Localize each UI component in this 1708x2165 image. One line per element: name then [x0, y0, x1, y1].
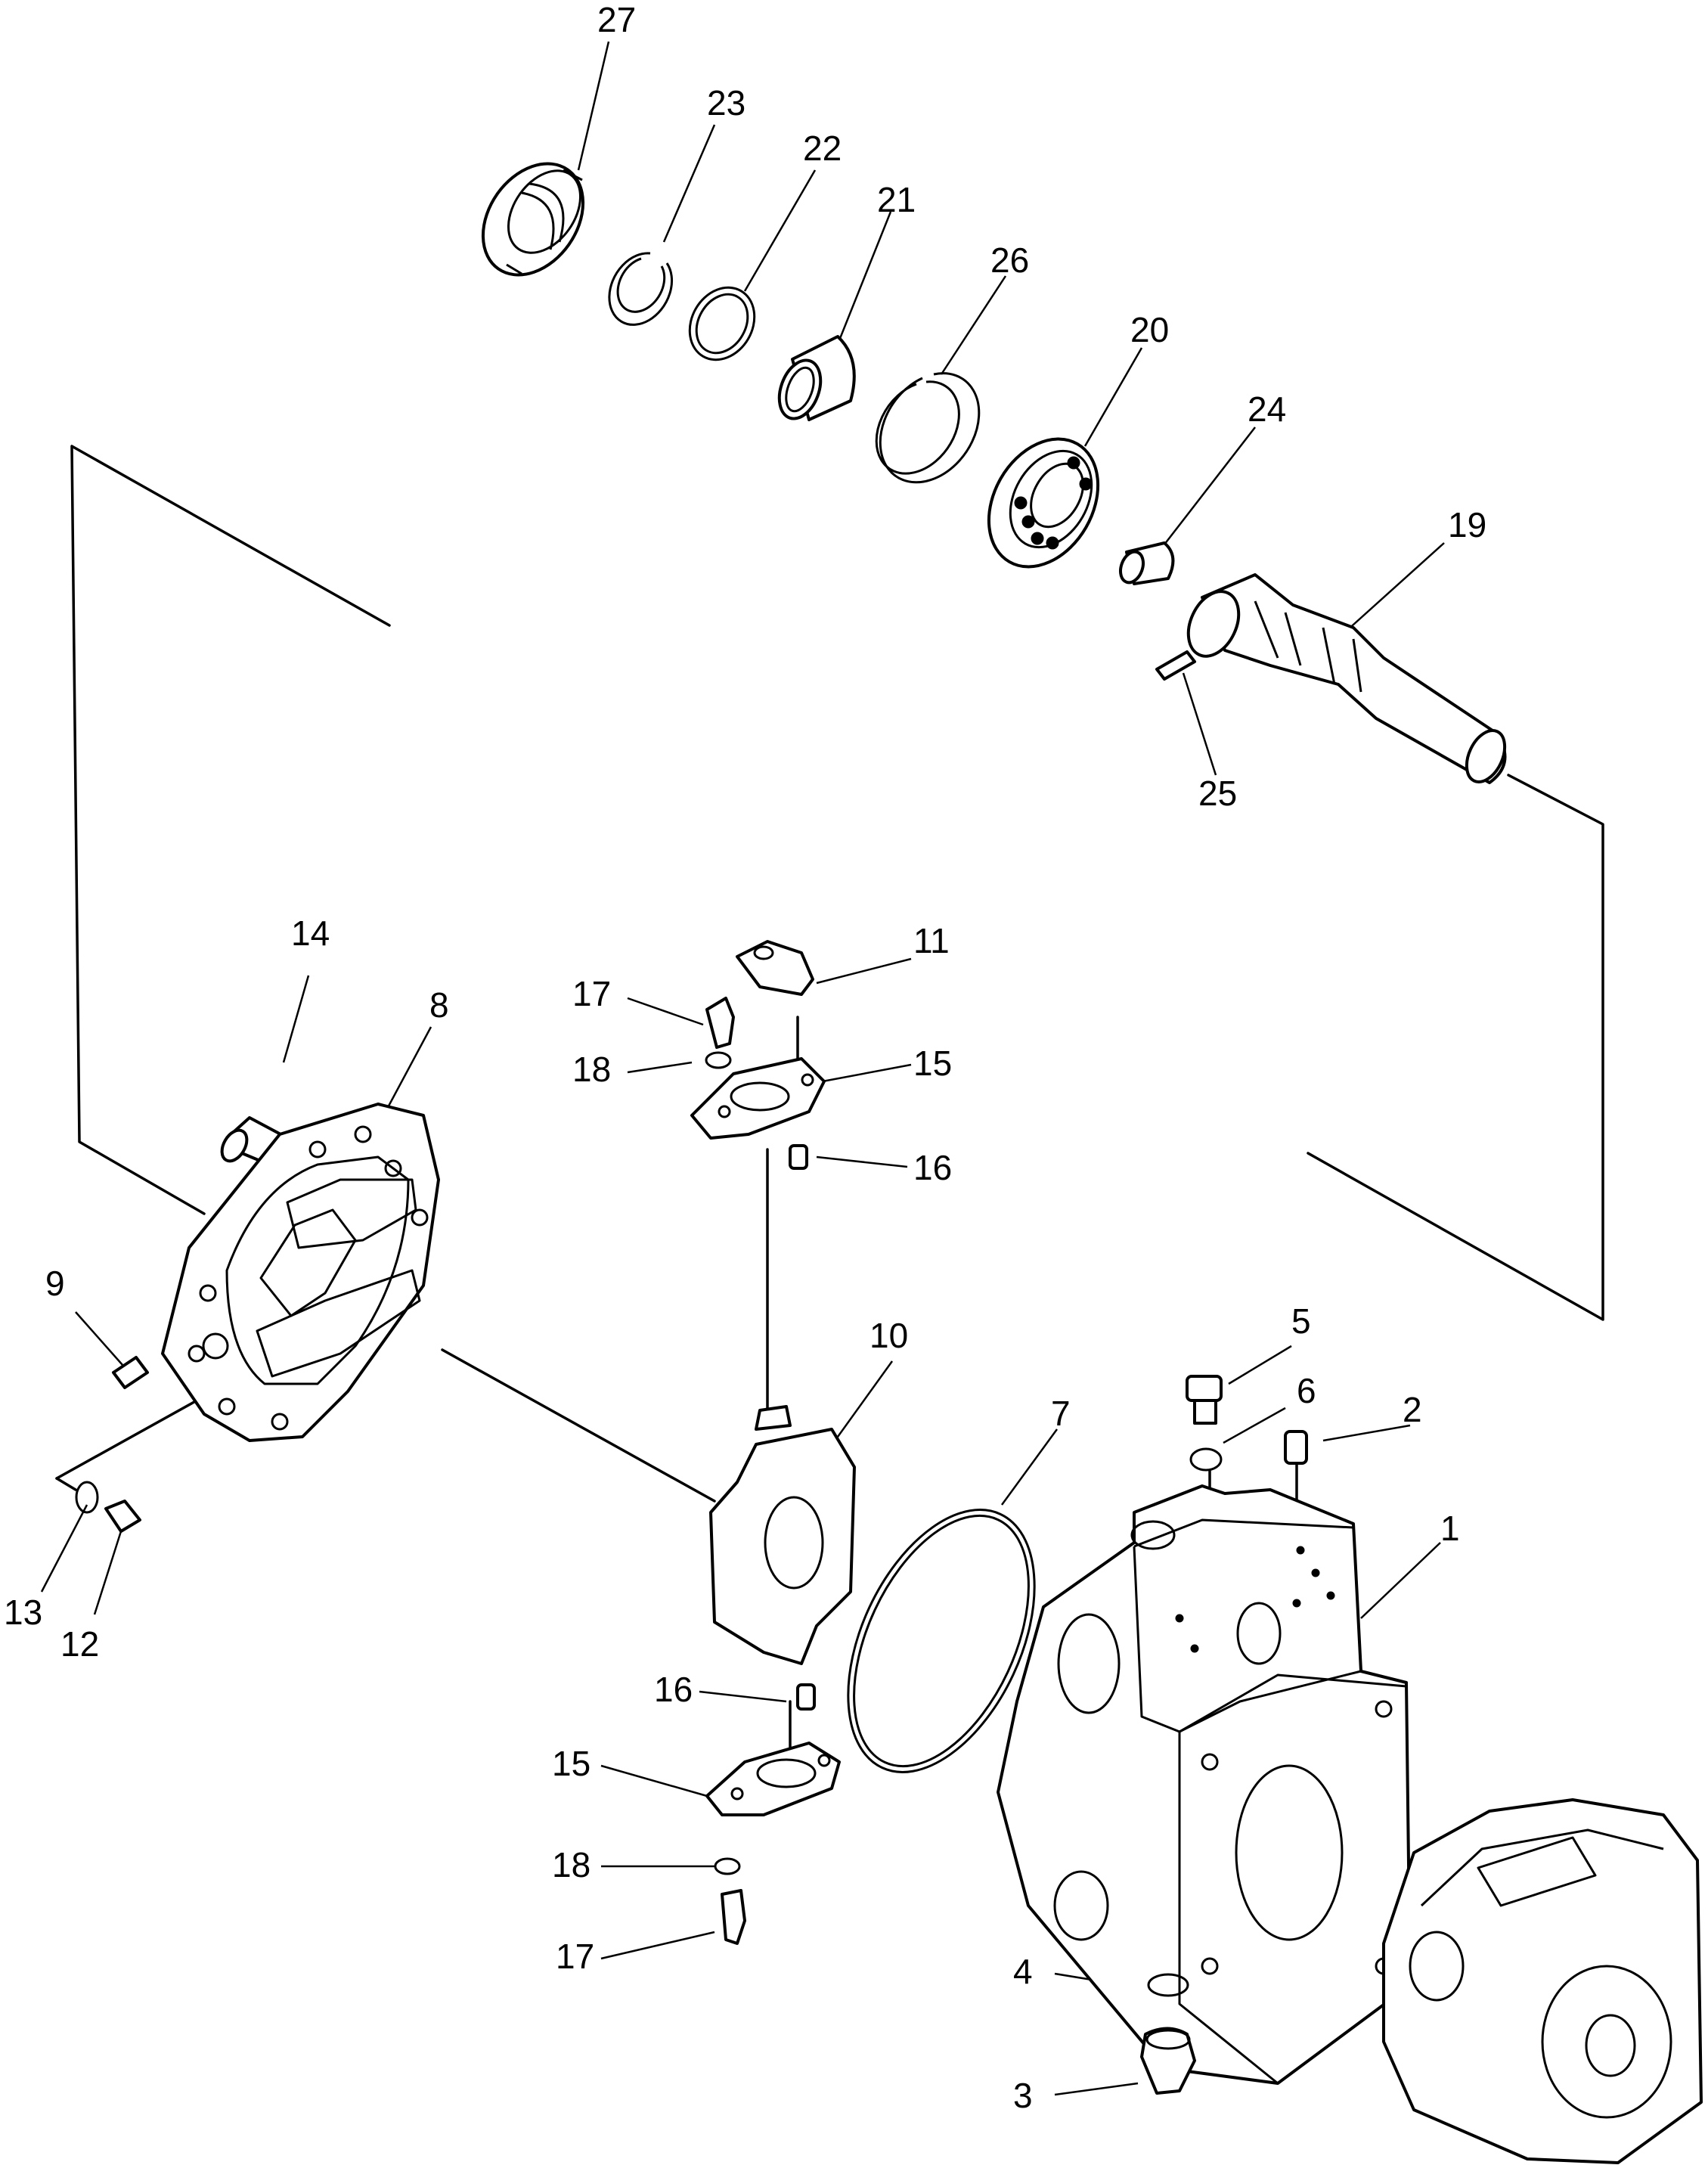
part-25-pin: [1155, 650, 1196, 681]
part-15-plate-upper: [690, 1057, 826, 1140]
callout-20: 20: [1130, 310, 1169, 349]
callout-15-upper: 15: [913, 1044, 952, 1083]
callout-18-lower: 18: [552, 1845, 591, 1884]
callout-10: 10: [869, 1316, 908, 1355]
leader-lines: [40, 41, 1445, 2096]
callout-17-lower: 17: [556, 1937, 594, 1976]
callout-16-lower: 16: [654, 1670, 693, 1709]
part-3-plug: [1140, 2027, 1196, 2095]
callout-9: 9: [45, 1264, 65, 1303]
pump-assembly-view: [1382, 1798, 1703, 2164]
part-8-housing: [161, 1103, 440, 1442]
part-12-plug: [104, 1500, 141, 1533]
part-10-valve-plate: [709, 1405, 856, 1665]
callout-14: 14: [291, 913, 330, 953]
callout-19: 19: [1448, 505, 1486, 544]
callout-12: 12: [60, 1624, 99, 1664]
part-20-ball-bearing: [987, 437, 1100, 569]
part-24-key: [1119, 541, 1175, 585]
assembly-lines: [55, 445, 1604, 1847]
callout-17-upper: 17: [572, 974, 611, 1013]
callout-13: 13: [4, 1593, 42, 1632]
part-7-o-ring: [847, 1509, 1036, 1773]
part-21-bushing: [777, 335, 856, 421]
part-22-ring: [688, 286, 756, 361]
part-27-bearing-nut: [481, 162, 585, 277]
part-18-washer-lower: [714, 1857, 741, 1875]
callout-24: 24: [1248, 389, 1286, 429]
callout-27: 27: [597, 0, 636, 39]
part-5-plug: [1186, 1375, 1223, 1425]
part-18-washer-upper: [705, 1051, 732, 1069]
callout-21: 21: [877, 180, 916, 219]
part-26-retaining-ring: [875, 372, 981, 484]
callout-5: 5: [1291, 1301, 1311, 1341]
part-6-o-ring: [1189, 1447, 1223, 1472]
callout-8: 8: [429, 985, 449, 1025]
callout-labels: 27 23 22 21 26 20 24 19 25 14 8 11 17 15…: [4, 0, 1486, 2115]
callout-25: 25: [1198, 774, 1237, 813]
callout-23: 23: [707, 83, 746, 123]
callout-7: 7: [1051, 1394, 1071, 1433]
callout-1: 1: [1440, 1509, 1460, 1548]
part-17-bolt-upper: [705, 997, 735, 1049]
part-1-pump-casing: [997, 1484, 1412, 2085]
callout-15-lower: 15: [552, 1744, 591, 1783]
callout-16-upper: 16: [913, 1148, 952, 1187]
part-23-snap-ring: [608, 252, 674, 326]
part-9-plug: [112, 1356, 149, 1389]
part-4-o-ring: [1147, 1973, 1189, 1997]
part-19-shaft: [1186, 573, 1507, 784]
part-15-plate-lower: [705, 1742, 841, 1816]
callout-2: 2: [1403, 1390, 1422, 1429]
part-2-plug: [1284, 1430, 1308, 1465]
part-16-pin-upper: [789, 1144, 808, 1170]
part-16-pin-lower: [796, 1683, 816, 1711]
callout-11: 11: [913, 921, 950, 960]
callout-3: 3: [1013, 2076, 1033, 2115]
callout-4: 4: [1013, 1952, 1033, 1991]
callout-22: 22: [803, 129, 842, 168]
callout-18-upper: 18: [572, 1050, 611, 1089]
callout-6: 6: [1297, 1371, 1316, 1410]
part-13-o-ring: [75, 1481, 99, 1514]
callout-26: 26: [990, 240, 1029, 280]
part-11-block: [736, 940, 814, 996]
part-17-bolt-lower: [721, 1889, 746, 1945]
